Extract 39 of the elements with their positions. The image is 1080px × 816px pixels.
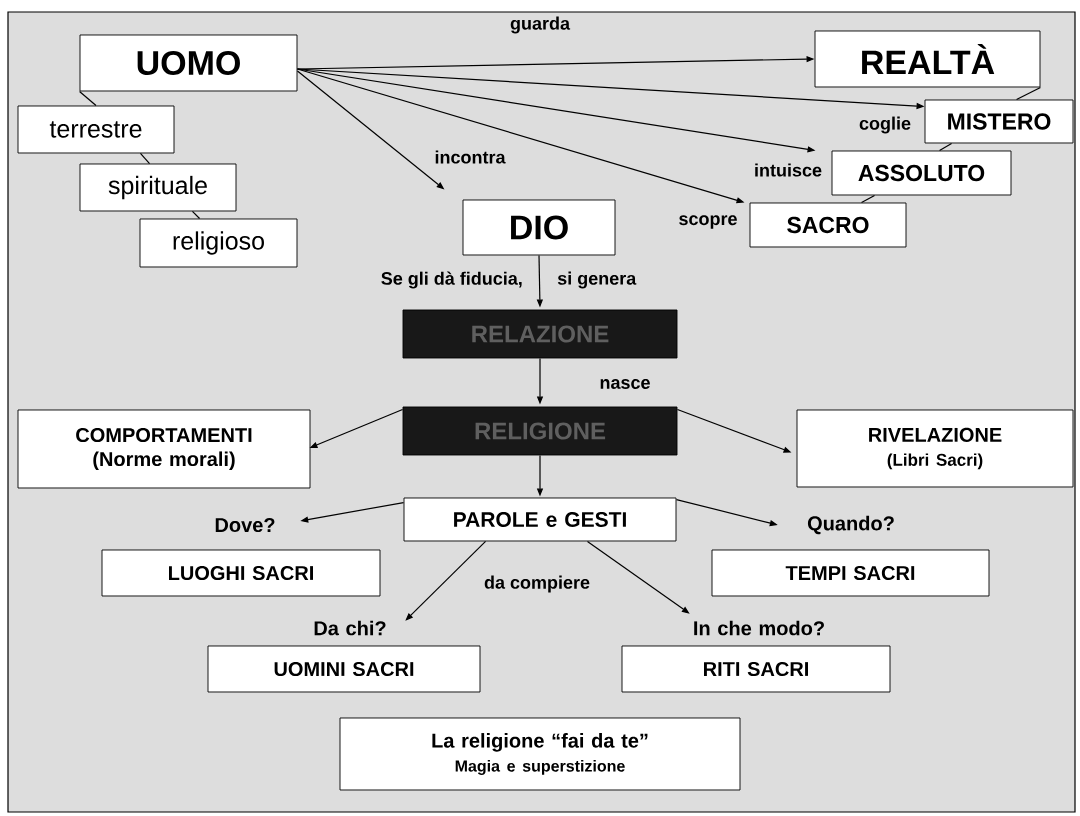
annotation-text: da compiere [484, 575, 590, 593]
concept-box: COMPORTAMENTI (Norme morali) [17, 409, 311, 489]
question-text: In che modo? [694, 620, 824, 636]
concept-box: spirituale [79, 163, 237, 212]
edge-label: incontra [435, 150, 506, 164]
dark-box: RELIGIONE [402, 406, 678, 456]
concept-box: SACRO [749, 202, 907, 248]
concept-box: MISTERO [924, 99, 1074, 144]
question-text: Quando? [807, 515, 894, 535]
connector-line [78, 90, 97, 107]
connector-line [191, 210, 201, 220]
concept-box: PAROLE e GESTI [403, 497, 677, 542]
concept-box: DIO [462, 199, 616, 256]
connector-line [1015, 86, 1042, 101]
connector-line [938, 142, 953, 152]
connector-line [860, 194, 876, 204]
edge-label: scopre [679, 215, 737, 229]
concept-box: REALTÀ [814, 30, 1041, 88]
question-text: Da chi? [314, 620, 386, 636]
concept-box: terrestre [17, 105, 175, 154]
annotation-text: si genera [557, 271, 637, 289]
edge-label: coglie [859, 116, 911, 134]
concept-box: RIVELAZIONE (Libri Sacri) [796, 409, 1074, 488]
edge-label: intuisce [755, 163, 822, 177]
concept-box: TEMPI SACRI [711, 549, 990, 597]
edge-label: guarda [510, 16, 571, 34]
concept-box: UOMO [79, 34, 298, 92]
concept-box: UOMINI SACRI [207, 645, 481, 693]
question-text: Dove? [215, 517, 275, 533]
annotation-text: Se gli dà fiducia, [381, 271, 522, 289]
edge-label: nasce [600, 379, 650, 389]
dark-box: RELAZIONE [402, 309, 678, 359]
connector-line [139, 152, 151, 165]
note-box: La religione “fai da te” Magia e superstizione [339, 717, 741, 791]
concept-box: RITI SACRI [621, 645, 891, 693]
concept-box: religioso [139, 218, 298, 268]
concept-box: ASSOLUTO [831, 150, 1012, 196]
concept-box: LUOGHI SACRI [101, 549, 381, 597]
arrow [405, 540, 487, 621]
